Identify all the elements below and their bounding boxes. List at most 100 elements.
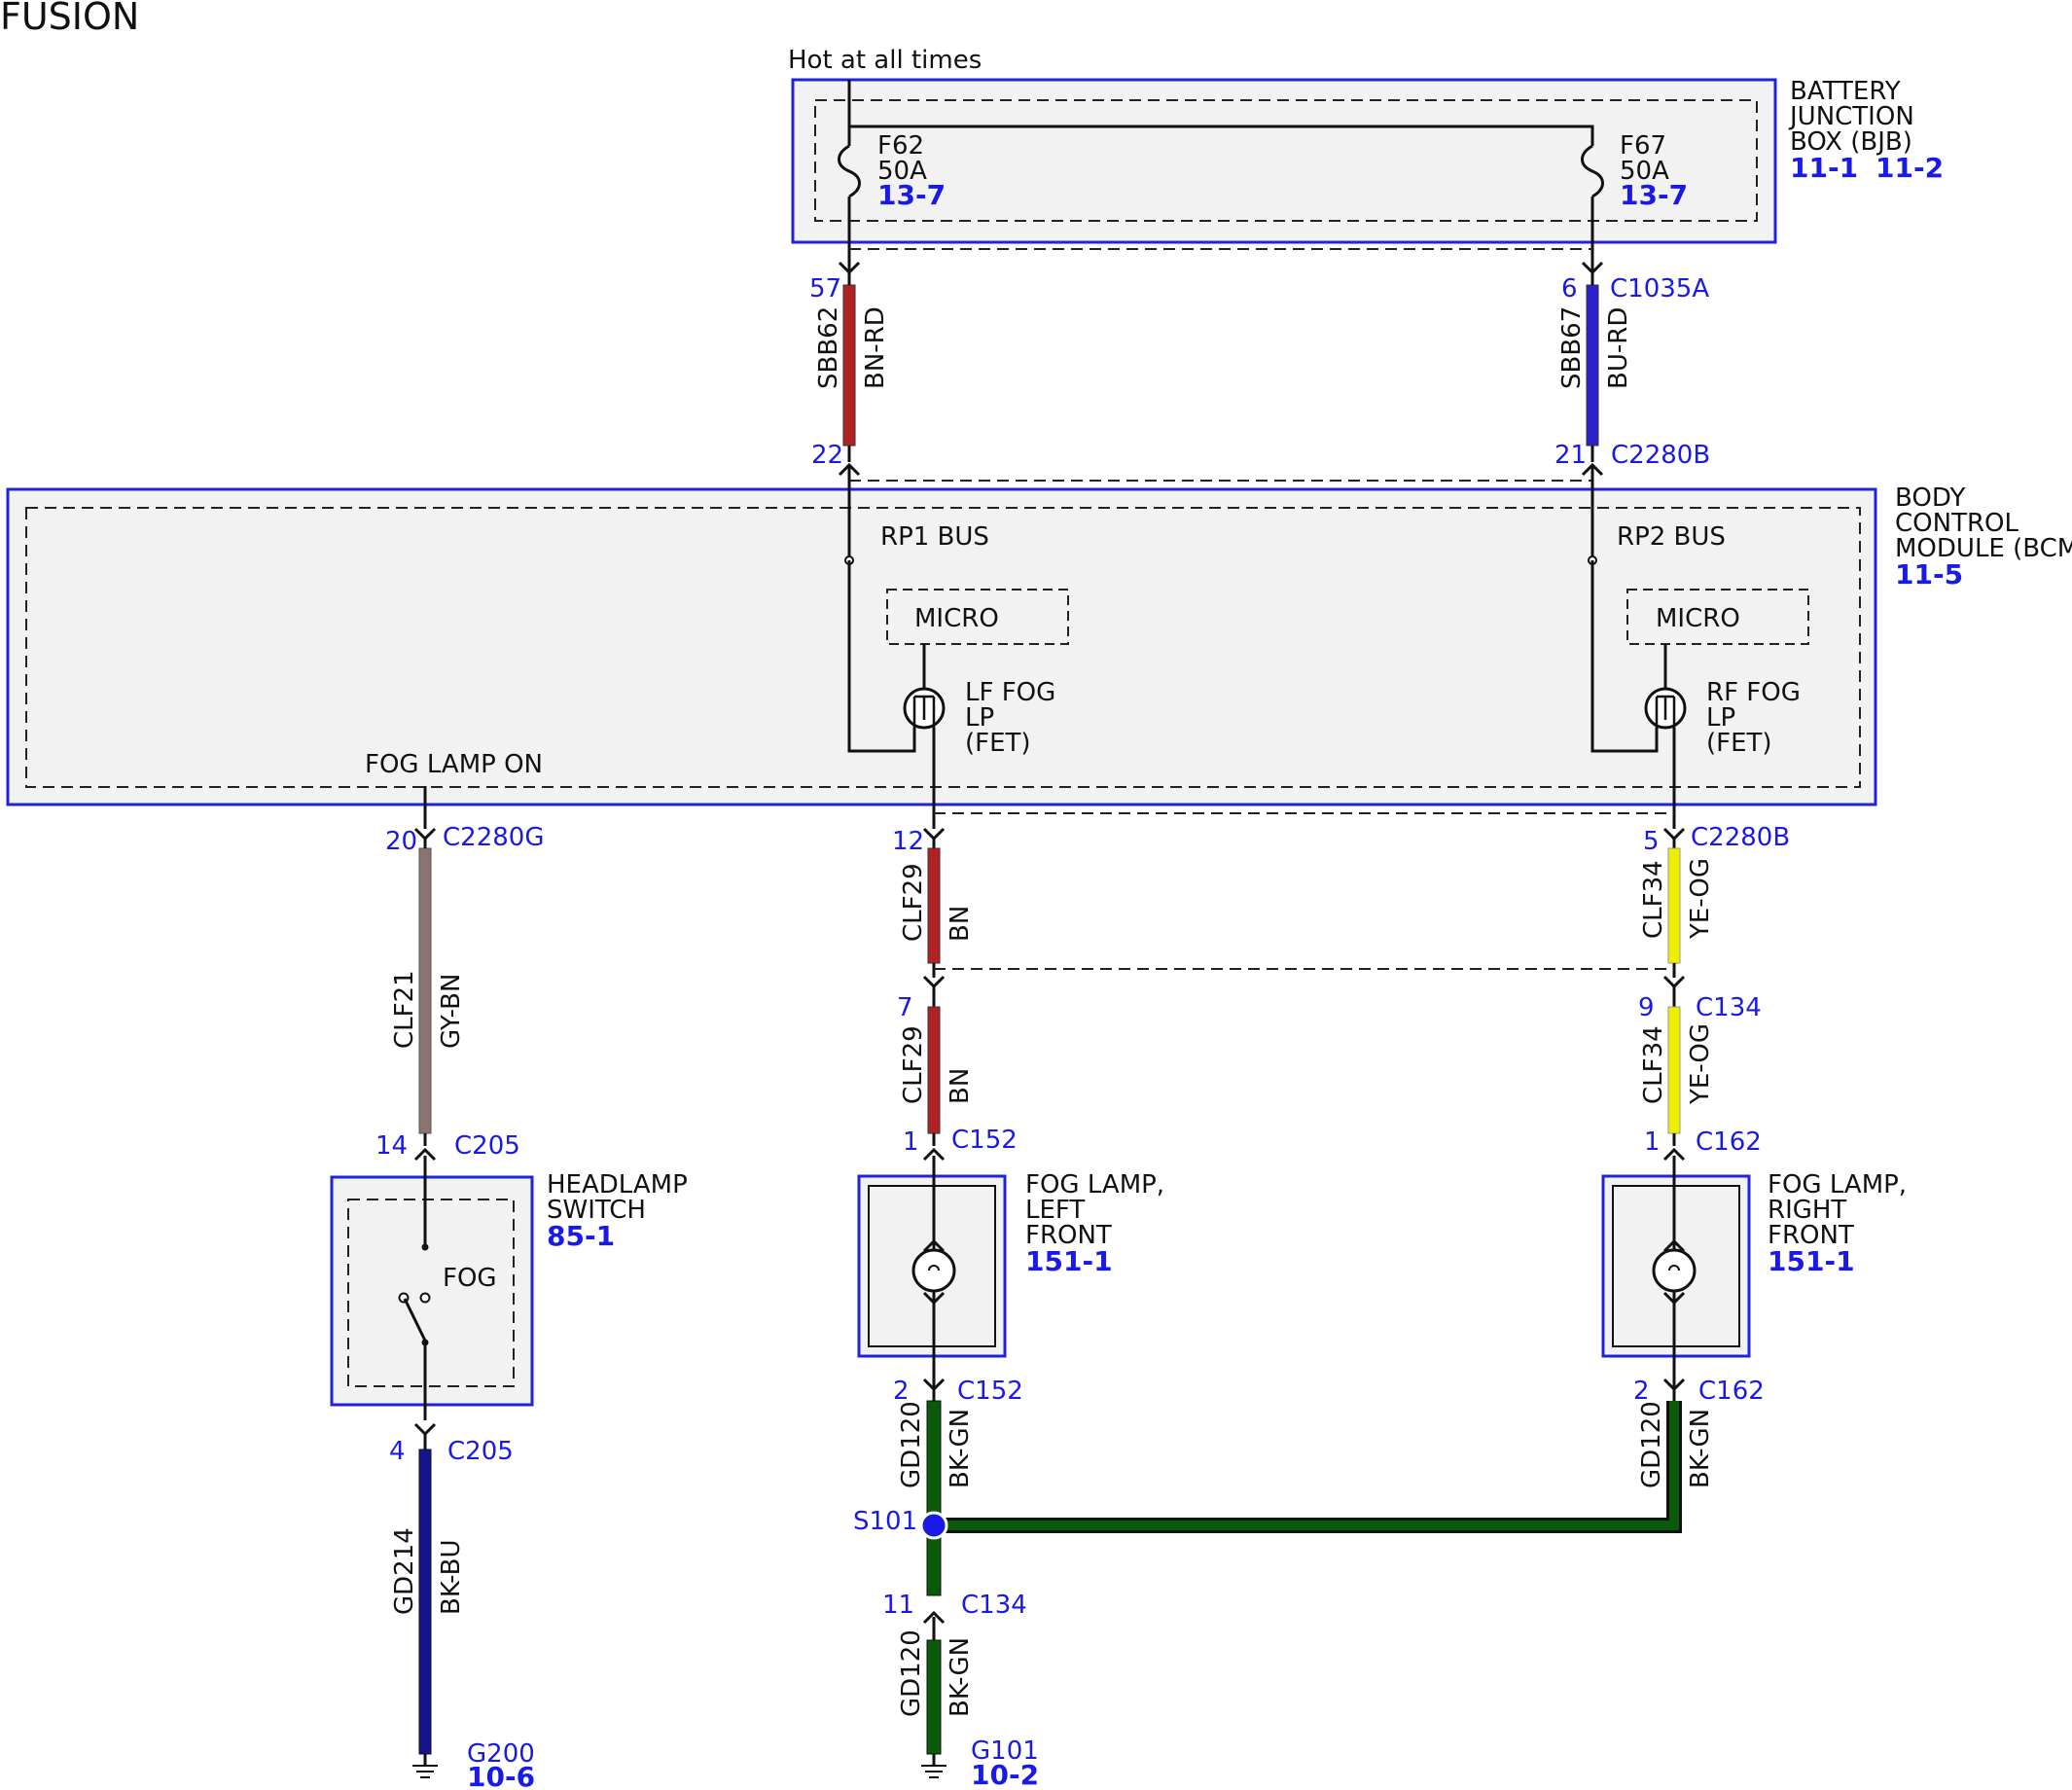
battery-junction-box: F62 50A 13-7 F67 50A 13-7 — [791, 78, 1777, 277]
splice-s101[interactable] — [919, 1511, 948, 1540]
rp1-bus-label: RP1 BUS — [880, 522, 989, 552]
connector-c162-upper[interactable]: C162 — [1696, 1128, 1762, 1157]
page-title: FUSION — [0, 0, 139, 38]
fuse-f67-ref[interactable]: 13-7 — [1620, 179, 1688, 211]
lamp-left-ref[interactable]: 151-1 — [1025, 1245, 1113, 1277]
lamp-left-bulb-icon — [911, 1248, 956, 1293]
micro-box-right — [1626, 589, 1809, 645]
connector-c205-upper[interactable]: C205 — [454, 1131, 520, 1161]
pin-2-c162: 2 — [1633, 1377, 1650, 1406]
wire-sbb67[interactable] — [1586, 284, 1599, 447]
bjb-bus-line — [847, 80, 1594, 146]
wire-clf29-lower[interactable] — [927, 1006, 941, 1134]
pin-57: 57 — [809, 274, 841, 304]
wire-gd120-right-outline — [934, 1401, 1682, 1533]
rf-fet-label-2: LP — [1706, 703, 1735, 733]
body-control-module: RP1 BUS RP2 BUS MICRO MICRO LF FOG LP (F… — [6, 467, 1877, 829]
pin-9: 9 — [1638, 993, 1655, 1022]
fuse-f67-symbol — [1581, 144, 1604, 198]
pin-20: 20 — [385, 827, 417, 856]
bjb-label-line-2: JUNCTION — [1788, 102, 1914, 131]
connector-c1035a[interactable]: C1035A — [1610, 274, 1709, 304]
bjb-ref-2[interactable]: 11-2 — [1876, 152, 1944, 184]
wire-sbb62[interactable] — [842, 284, 856, 447]
lamp-right-label-2: RIGHT — [1768, 1196, 1846, 1225]
lf-fet-supply — [847, 560, 916, 753]
color-bu-rd: BU-RD — [1604, 307, 1633, 389]
connector-c162-lower[interactable]: C162 — [1698, 1377, 1765, 1406]
fuse-f62-symbol — [838, 144, 861, 198]
pin-2-c152: 2 — [893, 1377, 910, 1406]
lamp-right-label-1: FOG LAMP, — [1768, 1170, 1907, 1199]
lamp-right-ref[interactable]: 151-1 — [1768, 1245, 1855, 1277]
rf-fog-fet-symbol — [1644, 687, 1687, 730]
pin-4: 4 — [389, 1437, 406, 1466]
ground-g101-icon — [921, 1754, 947, 1778]
connector-c2280b-top[interactable]: C2280B — [1611, 441, 1710, 470]
ground-g101-ref[interactable]: 10-2 — [971, 1759, 1039, 1790]
headlamp-switch-ref[interactable]: 85-1 — [547, 1220, 615, 1252]
fog-lamp-left-front — [857, 1156, 1007, 1406]
connector-c2280b-bottom[interactable]: C2280B — [1691, 823, 1790, 852]
connector-c134-upper[interactable]: C134 — [1696, 993, 1762, 1022]
pin-5: 5 — [1643, 827, 1660, 856]
wire-gd120-right[interactable] — [934, 1401, 1679, 1530]
connector-c152-upper[interactable]: C152 — [951, 1126, 1018, 1155]
wire-clf34-upper[interactable] — [1667, 847, 1681, 964]
fog-lamp-right-front — [1601, 1156, 1751, 1406]
fog-lamp-on-label: FOG LAMP ON — [365, 750, 543, 779]
rp2-bus-label: RP2 BUS — [1617, 522, 1726, 552]
pin-12: 12 — [892, 827, 924, 856]
wire-clf29-upper[interactable] — [927, 847, 941, 964]
bcm-ref[interactable]: 11-5 — [1895, 558, 1963, 591]
ground-g200-label: G200 — [467, 1739, 535, 1769]
rf-fet-label-3: (FET) — [1706, 729, 1772, 758]
micro-box-left — [886, 589, 1069, 645]
connector-c205-lower[interactable]: C205 — [447, 1437, 514, 1466]
fog-contact-label: FOG — [443, 1264, 497, 1293]
pin-6: 6 — [1561, 274, 1578, 304]
lamp-right-label-3: FRONT — [1768, 1221, 1854, 1250]
wire-gd120-left[interactable] — [926, 1400, 942, 1596]
color-bn-lower: BN — [946, 1068, 975, 1104]
micro-label-left: MICRO — [914, 604, 999, 633]
ground-g101-label: G101 — [971, 1736, 1039, 1766]
circuit-clf29-upper: CLF29 — [899, 863, 928, 942]
lf-fet-label-3: (FET) — [965, 729, 1031, 758]
circuit-clf29-lower: CLF29 — [899, 1025, 928, 1104]
fuse-f62-id: F62 — [877, 131, 924, 161]
fuse-f62-rating: 50A — [877, 157, 927, 186]
wire-clf21[interactable] — [418, 847, 432, 1134]
wire-gd214[interactable] — [418, 1449, 432, 1755]
ground-g200-ref[interactable]: 10-6 — [467, 1761, 535, 1790]
fog-switch-contact[interactable] — [403, 1298, 427, 1342]
circuit-gd120-ground: GD120 — [897, 1629, 926, 1717]
bjb-ref-1[interactable]: 11-1 — [1790, 152, 1858, 184]
pin-14: 14 — [375, 1131, 408, 1161]
wire-clf34-lower[interactable] — [1667, 1006, 1681, 1134]
headlamp-switch-outline — [330, 1175, 534, 1407]
color-bn-upper: BN — [946, 906, 975, 942]
color-bk-gn-right: BK-GN — [1686, 1409, 1715, 1488]
circuit-clf34-lower: CLF34 — [1639, 1025, 1668, 1104]
micro-label-right: MICRO — [1656, 604, 1740, 633]
pin-22: 22 — [811, 441, 843, 470]
connector-c2280g[interactable]: C2280G — [443, 823, 544, 852]
connector-c152-lower[interactable]: C152 — [957, 1377, 1023, 1406]
hot-at-all-times-label: Hot at all times — [788, 46, 982, 75]
lamp-left-label-3: FRONT — [1025, 1221, 1112, 1250]
rf-fet-supply — [1590, 560, 1659, 753]
color-gy-bn: GY-BN — [437, 974, 466, 1049]
headlamp-switch-label-1: HEADLAMP — [547, 1170, 688, 1199]
lamp-right-inner — [1612, 1185, 1740, 1347]
fuse-f62-ref[interactable]: 13-7 — [877, 179, 946, 211]
wire-gd120-ground[interactable] — [926, 1639, 942, 1755]
headlamp-switch-inner — [347, 1199, 515, 1387]
connector-c134-lower[interactable]: C134 — [961, 1591, 1027, 1620]
circuit-gd214: GD214 — [390, 1527, 419, 1615]
bcm-outline — [6, 487, 1877, 806]
bjb-outline — [791, 78, 1777, 244]
rf-fet-label-1: RF FOG — [1706, 678, 1801, 707]
bcm-label-line-2: CONTROL — [1895, 509, 2018, 538]
circuit-clf34-upper: CLF34 — [1639, 860, 1668, 939]
